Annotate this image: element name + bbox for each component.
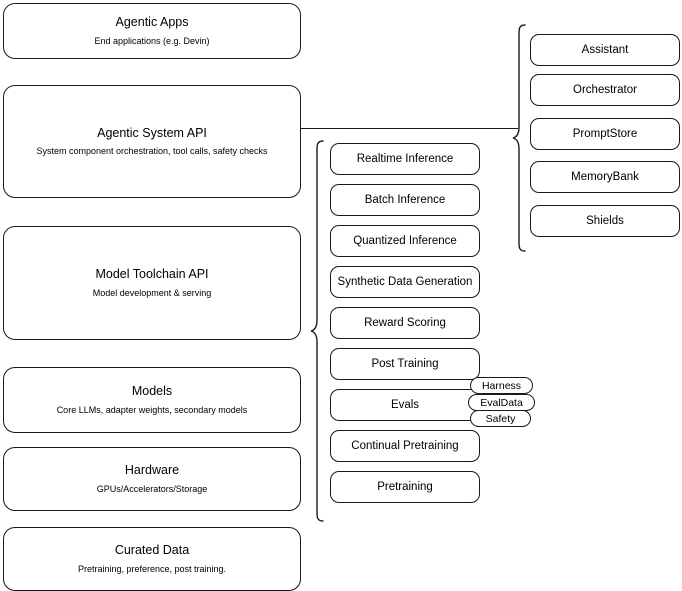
toolchain-box-pretraining[interactable]: Pretraining xyxy=(330,471,480,503)
connector-system-api-to-components xyxy=(301,128,518,129)
layer-title: Hardware xyxy=(124,463,180,478)
layer-subtitle: Model development & serving xyxy=(92,287,212,298)
brace-system-components xyxy=(512,24,526,252)
layer-title: Models xyxy=(131,384,173,399)
toolchain-label: Continual Pretraining xyxy=(351,439,459,452)
toolchain-box-evals[interactable]: Evals xyxy=(330,389,480,421)
layer-subtitle: Pretraining, preference, post training. xyxy=(77,563,227,574)
layer-title: Curated Data xyxy=(114,543,190,558)
toolchain-box-continual-pretraining[interactable]: Continual Pretraining xyxy=(330,430,480,462)
brace-toolchain-components xyxy=(310,140,324,522)
layer-title: Agentic Apps xyxy=(115,15,189,30)
eval-badge-harness[interactable]: Harness xyxy=(470,377,533,394)
toolchain-box-batch-inference[interactable]: Batch Inference xyxy=(330,184,480,216)
layer-subtitle: System component orchestration, tool cal… xyxy=(36,146,268,157)
layer-title: Agentic System API xyxy=(97,125,207,140)
eval-badge-label: EvalData xyxy=(480,396,523,409)
toolchain-label: Reward Scoring xyxy=(364,316,446,329)
layer-box-agentic-system-api[interactable]: Agentic System API System component orch… xyxy=(3,85,301,198)
toolchain-box-synthetic-data-generation[interactable]: Synthetic Data Generation xyxy=(330,266,480,298)
toolchain-label: Quantized Inference xyxy=(353,234,457,247)
layer-subtitle: Core LLMs, adapter weights, secondary mo… xyxy=(56,404,248,415)
eval-badge-evaldata[interactable]: EvalData xyxy=(468,394,535,411)
system-label: MemoryBank xyxy=(571,170,639,183)
toolchain-label: Post Training xyxy=(371,357,439,370)
system-label: Assistant xyxy=(581,43,629,56)
layer-box-agentic-apps[interactable]: Agentic Apps End applications (e.g. Devi… xyxy=(3,3,301,59)
toolchain-label: Evals xyxy=(390,398,420,411)
toolchain-label: Realtime Inference xyxy=(356,152,454,165)
toolchain-label: Pretraining xyxy=(377,480,433,493)
system-box-orchestrator[interactable]: Orchestrator xyxy=(530,74,680,106)
toolchain-box-quantized-inference[interactable]: Quantized Inference xyxy=(330,225,480,257)
toolchain-box-realtime-inference[interactable]: Realtime Inference xyxy=(330,143,480,175)
system-label: PromptStore xyxy=(572,127,638,140)
toolchain-label: Batch Inference xyxy=(364,193,446,206)
eval-badge-label: Safety xyxy=(485,412,516,425)
layer-title: Model Toolchain API xyxy=(95,267,209,282)
toolchain-box-post-training[interactable]: Post Training xyxy=(330,348,480,380)
system-box-memorybank[interactable]: MemoryBank xyxy=(530,161,680,193)
layer-box-models[interactable]: Models Core LLMs, adapter weights, secon… xyxy=(3,367,301,433)
eval-badge-safety[interactable]: Safety xyxy=(470,410,531,427)
system-label: Orchestrator xyxy=(573,83,637,96)
layer-box-hardware[interactable]: Hardware GPUs/Accelerators/Storage xyxy=(3,447,301,511)
layer-subtitle: GPUs/Accelerators/Storage xyxy=(96,483,208,494)
system-box-assistant[interactable]: Assistant xyxy=(530,34,680,66)
layer-box-curated-data[interactable]: Curated Data Pretraining, preference, po… xyxy=(3,527,301,591)
layer-box-model-toolchain-api[interactable]: Model Toolchain API Model development & … xyxy=(3,226,301,340)
system-box-promptstore[interactable]: PromptStore xyxy=(530,118,680,150)
system-label: Shields xyxy=(586,214,624,227)
toolchain-box-reward-scoring[interactable]: Reward Scoring xyxy=(330,307,480,339)
toolchain-label: Synthetic Data Generation xyxy=(337,275,473,288)
layer-subtitle: End applications (e.g. Devin) xyxy=(94,35,210,46)
system-box-shields[interactable]: Shields xyxy=(530,205,680,237)
eval-badge-label: Harness xyxy=(481,379,522,392)
